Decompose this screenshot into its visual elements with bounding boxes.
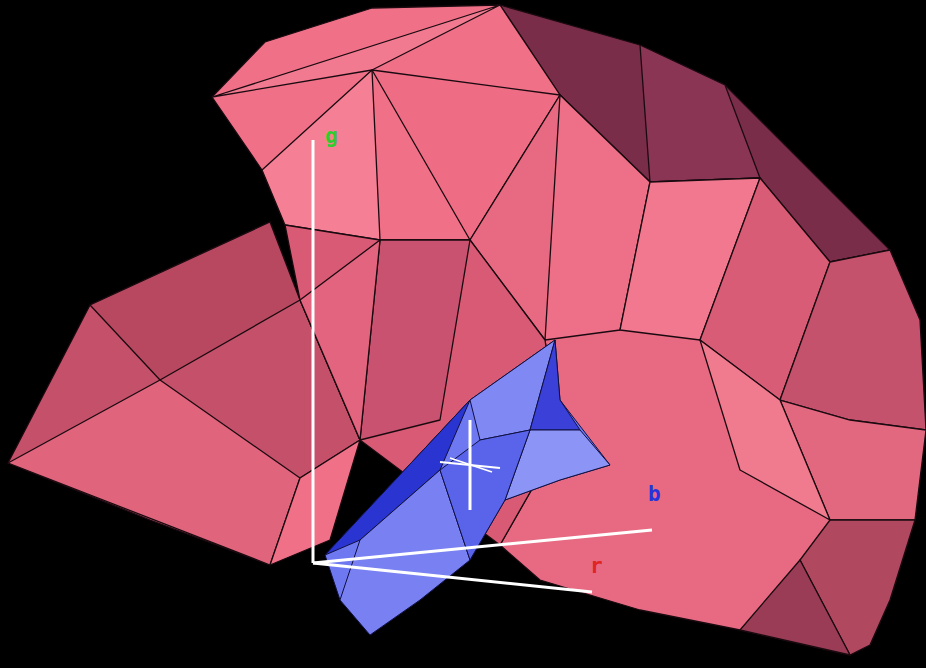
mesh-face <box>700 340 830 520</box>
axis-label: r <box>590 556 603 577</box>
centre-marker <box>450 458 492 472</box>
solid-face <box>530 340 580 430</box>
solid-face <box>440 430 530 560</box>
axes <box>313 140 652 592</box>
g-axis <box>312 140 315 563</box>
pink-mesh <box>8 5 926 655</box>
mesh-face <box>262 70 380 240</box>
mesh-face <box>740 560 850 655</box>
mesh-face <box>780 250 926 430</box>
mesh-face <box>90 222 300 380</box>
axis-label: b <box>648 484 661 505</box>
r-axis <box>313 563 592 592</box>
mesh-face <box>640 45 760 182</box>
mesh-face <box>470 95 926 655</box>
mesh-face <box>8 380 300 565</box>
axis-label: g <box>325 126 338 147</box>
